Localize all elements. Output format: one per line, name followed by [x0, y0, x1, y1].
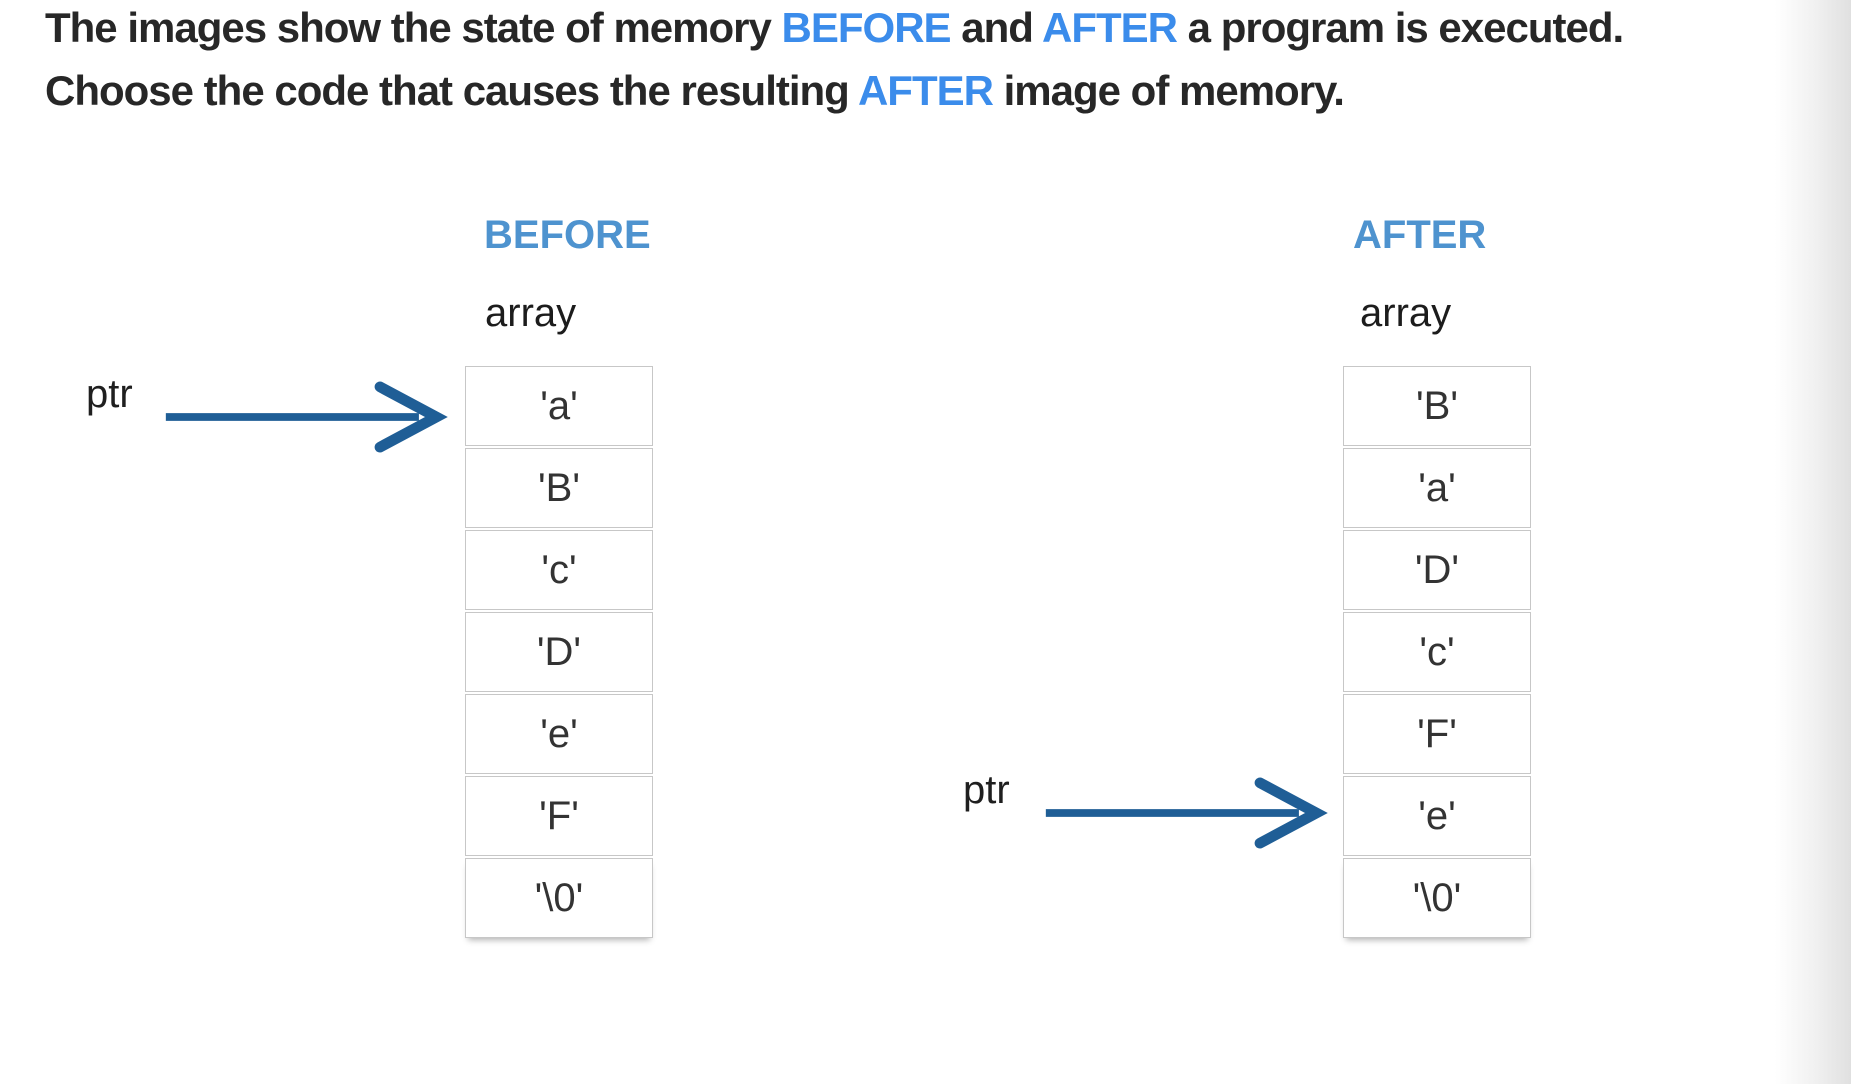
right-edge-scrollbar-gradient	[1775, 0, 1851, 1084]
after-memory-cell: 'a'	[1343, 448, 1531, 528]
after-memory-cell: 'B'	[1343, 366, 1531, 446]
highlight-keyword: AFTER	[1042, 4, 1178, 51]
after-memory-cell: 'c'	[1343, 612, 1531, 692]
after-memory-cell: 'e'	[1343, 776, 1531, 856]
instruction-text: Choose the code that causes the resultin…	[45, 67, 858, 114]
after-heading: AFTER	[1353, 213, 1487, 257]
before-heading: BEFORE	[484, 213, 651, 257]
question-line-1: The images show the state of memory BEFO…	[45, 0, 1805, 59]
before-memory-cell: 'a'	[465, 366, 653, 446]
after-memory-cell: '\0'	[1343, 858, 1531, 938]
before-pointer-arrow-icon	[165, 381, 448, 453]
before-memory-cell: 'F'	[465, 776, 653, 856]
before-memory-cell: 'B'	[465, 448, 653, 528]
before-pointer-label: ptr	[86, 372, 133, 416]
before-memory-cell: 'D'	[465, 612, 653, 692]
before-array-label: array	[485, 291, 577, 335]
after-pointer-label: ptr	[963, 768, 1010, 812]
instruction-text: The images show the state of memory	[45, 4, 782, 51]
before-memory-cell: '\0'	[465, 858, 653, 938]
before-memory-table: 'a''B''c''D''e''F''\0'	[465, 366, 653, 938]
question-text: The images show the state of memory BEFO…	[45, 0, 1805, 122]
after-memory-table: 'B''a''D''c''F''e''\0'	[1343, 366, 1531, 938]
instruction-text: image of memory.	[992, 67, 1345, 114]
instruction-text: and	[950, 4, 1042, 51]
before-memory-cell: 'e'	[465, 694, 653, 774]
after-array-label: array	[1360, 291, 1452, 335]
after-pointer-arrow-icon	[1045, 777, 1328, 849]
instruction-text: a program is executed.	[1177, 4, 1625, 51]
after-memory-cell: 'D'	[1343, 530, 1531, 610]
question-line-2: Choose the code that causes the resultin…	[45, 59, 1805, 122]
after-memory-cell: 'F'	[1343, 694, 1531, 774]
highlight-keyword: AFTER	[857, 67, 994, 114]
before-memory-cell: 'c'	[465, 530, 653, 610]
highlight-keyword: BEFORE	[781, 4, 952, 51]
